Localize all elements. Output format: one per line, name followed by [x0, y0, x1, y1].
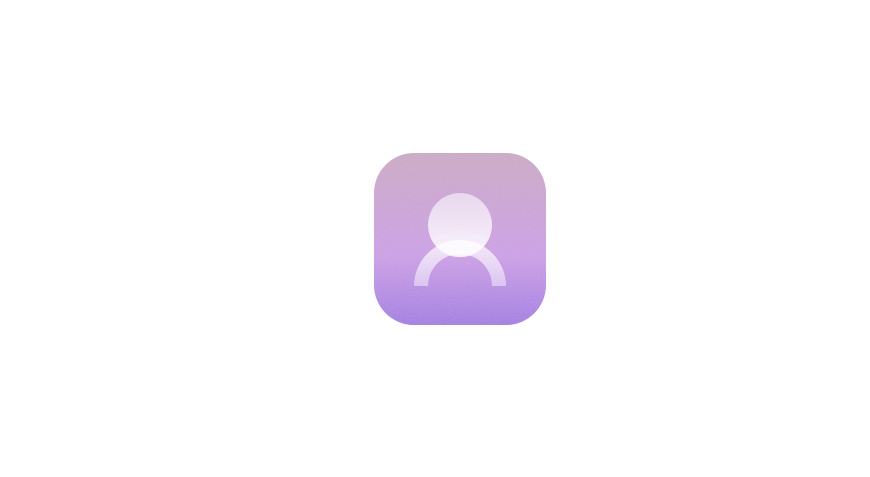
user-app-icon[interactable]	[374, 153, 546, 325]
user-avatar-icon	[414, 193, 506, 286]
